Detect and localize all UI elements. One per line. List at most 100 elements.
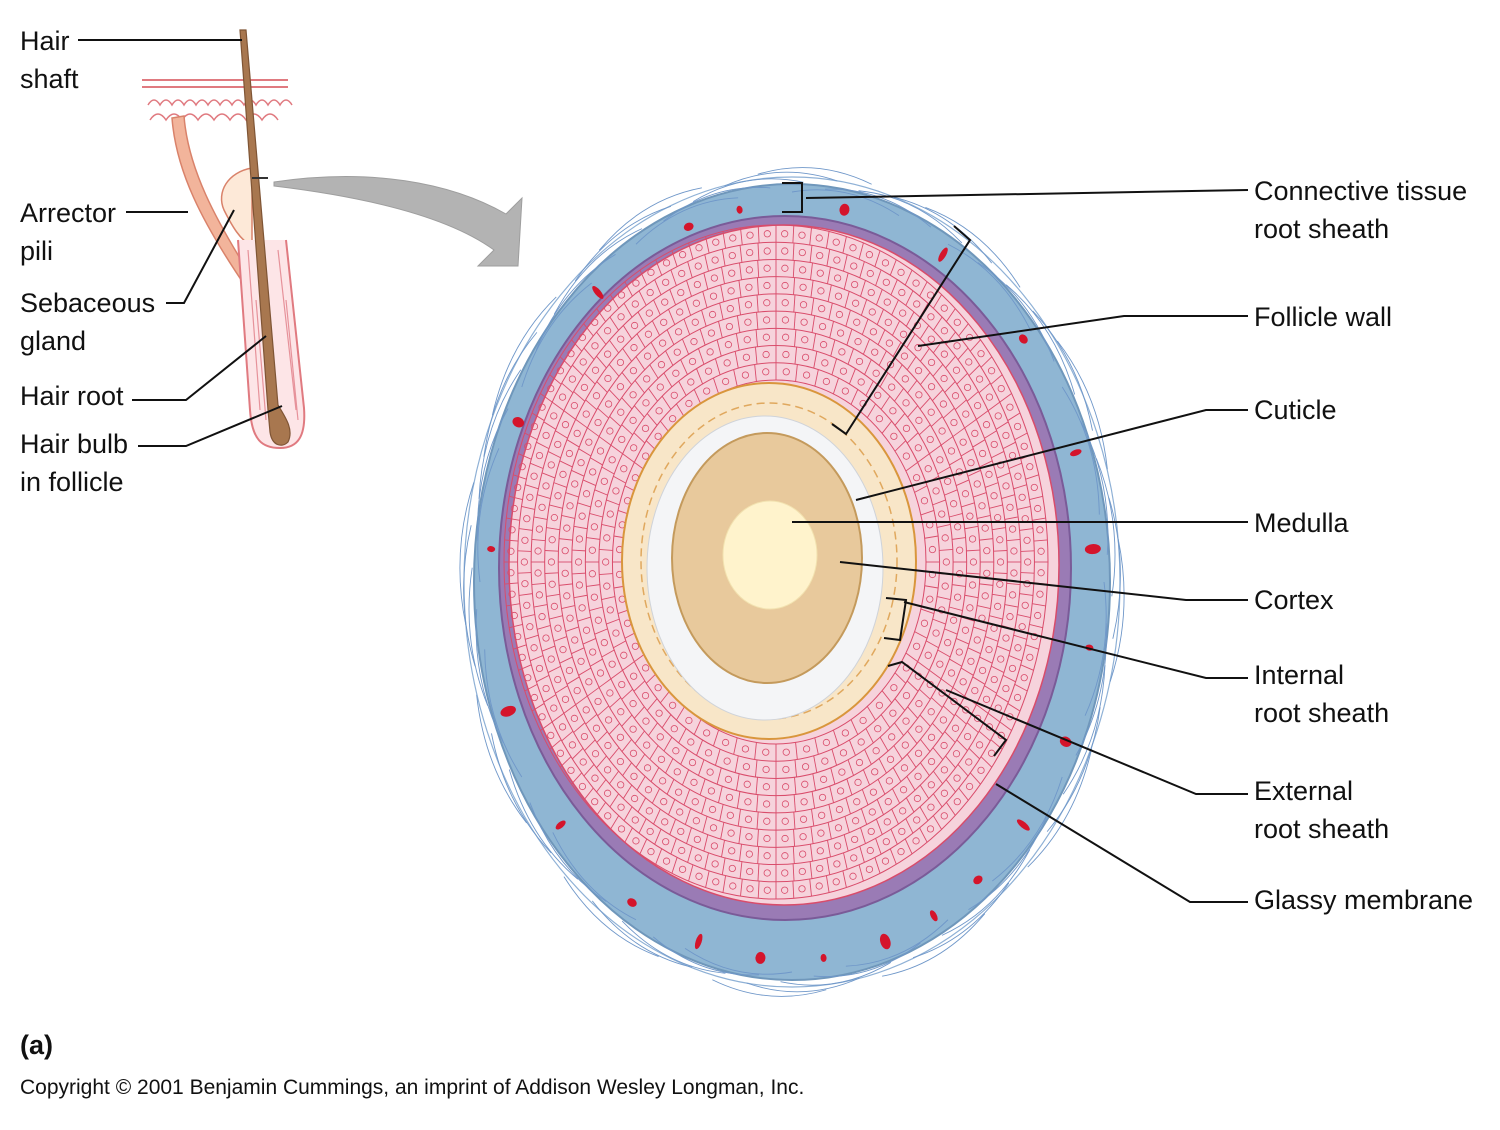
cell-nucleus [630, 444, 638, 452]
cell-nucleus [762, 748, 770, 756]
cell-wall [757, 846, 760, 864]
cell-nucleus [620, 651, 628, 659]
cell-wall [866, 706, 876, 721]
cell-nucleus [950, 418, 958, 427]
cell-wall [810, 280, 814, 298]
cell-nucleus [868, 308, 876, 316]
cell-nucleus [514, 483, 522, 492]
cell-nucleus [632, 837, 640, 845]
cell-nucleus [676, 808, 684, 816]
cell-nucleus [744, 798, 752, 806]
cell-wall [537, 625, 551, 630]
cell-nucleus [642, 717, 650, 725]
cell-nucleus [971, 686, 979, 695]
cell-wall [990, 374, 1003, 385]
cell-wall [944, 628, 958, 635]
cell-nucleus [691, 798, 699, 806]
cell-nucleus [695, 244, 703, 252]
cell-wall [754, 346, 758, 365]
cell-nucleus [605, 716, 613, 724]
blood-vessel [627, 898, 637, 907]
cell-nucleus [706, 768, 714, 776]
cell-wall [683, 318, 691, 335]
cell-nucleus [591, 342, 599, 350]
cell-wall [524, 432, 538, 441]
cell-wall [739, 861, 743, 879]
cell-nucleus [604, 327, 612, 335]
cell-wall [669, 818, 677, 835]
cell-nucleus [538, 713, 546, 721]
cell-wall [583, 764, 595, 777]
cell-wall [721, 249, 726, 267]
connective-fiber [1057, 340, 1108, 470]
cell-wall [733, 369, 738, 387]
cell-nucleus [881, 259, 890, 267]
cell-nucleus [693, 835, 701, 844]
cell-nucleus [538, 613, 546, 621]
cell-wall [518, 664, 532, 671]
cell-wall [979, 538, 993, 541]
connective-fiber [845, 919, 949, 967]
cell-nucleus [836, 329, 845, 337]
cell-nucleus [669, 701, 677, 709]
cell-wall [920, 510, 935, 516]
cell-wall [622, 453, 635, 463]
cell-nucleus [865, 251, 874, 259]
cell-wall [956, 739, 968, 751]
cell-wall [754, 759, 758, 778]
cell-nucleus [950, 697, 958, 706]
cell-nucleus [605, 400, 613, 408]
cell-nucleus [853, 318, 861, 326]
cell-nucleus [692, 299, 700, 307]
cell-wall [624, 827, 633, 843]
cell-nucleus [977, 766, 985, 774]
cell-wall [669, 289, 677, 306]
cell-nucleus [596, 447, 605, 455]
cell-nucleus [871, 768, 879, 776]
cell-nucleus [997, 384, 1005, 393]
cell-wall [624, 281, 633, 297]
cell-wall [979, 656, 993, 664]
cell-nucleus [518, 653, 526, 661]
cell-wall [980, 356, 993, 368]
cell-wall [937, 466, 951, 475]
cell-wall [989, 504, 1003, 509]
cell-wall [979, 460, 993, 468]
cell-wall [996, 472, 1011, 479]
cell-nucleus [801, 780, 809, 788]
cell-wall [827, 822, 832, 840]
cell-nucleus [685, 716, 693, 725]
cell-wall [601, 596, 616, 601]
cell-nucleus [547, 655, 555, 663]
cell-nucleus [530, 693, 539, 702]
cell-nucleus [950, 500, 958, 508]
cell-nucleus [782, 783, 790, 791]
cell-nucleus [743, 780, 751, 788]
connective-fiber [483, 332, 538, 457]
cell-nucleus [606, 606, 614, 614]
cell-nucleus [889, 407, 897, 415]
cell-wall [565, 492, 579, 498]
cell-wall [875, 289, 883, 306]
connective-fiber [1108, 497, 1121, 639]
cell-nucleus [867, 827, 875, 836]
cell-wall [702, 291, 708, 308]
cell-wall [610, 444, 623, 455]
cell-nucleus [994, 602, 1002, 610]
cell-wall [721, 857, 726, 875]
label-sebaceous-gland: Sebaceous gland [20, 288, 156, 356]
cell-wall [826, 857, 831, 875]
cell-wall [830, 339, 836, 357]
cell-nucleus [725, 793, 734, 802]
cell-wall [843, 272, 849, 290]
cell-wall [698, 759, 705, 776]
cell-nucleus [646, 288, 654, 297]
blood-vessel [839, 203, 850, 216]
cell-wall [551, 712, 565, 723]
cell-nucleus [800, 798, 808, 806]
cell-nucleus [968, 535, 977, 543]
connective-fiber [968, 814, 1049, 911]
cell-wall [549, 615, 563, 620]
cell-wall [932, 389, 944, 402]
cell-nucleus [913, 642, 921, 650]
